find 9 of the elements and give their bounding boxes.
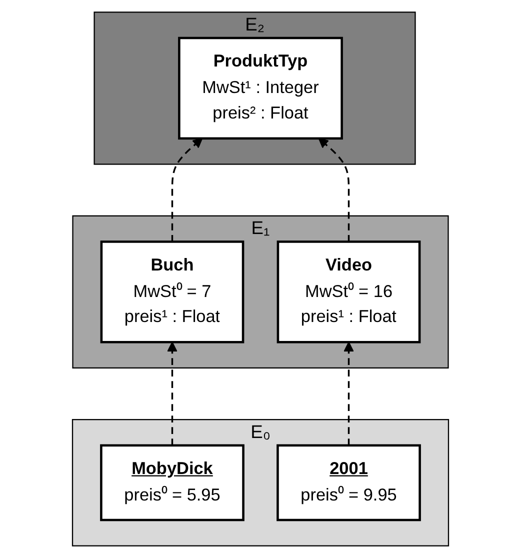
arrow: [167, 342, 178, 446]
arrow: [171, 138, 203, 242]
node-box: 2001 preis⁰ = 9.95: [276, 444, 421, 522]
arrow: [344, 342, 354, 446]
node-box: Buch MwSt⁰ = 7 preis¹ : Float: [100, 240, 244, 344]
arrow: [318, 138, 350, 242]
node-box: Video MwSt⁰ = 16 preis¹ : Float: [276, 240, 421, 344]
node-box: ProduktTyp MwSt¹ : Integer preis² : Float: [178, 36, 343, 140]
node-box: MobyDick preis⁰ = 5.95: [100, 444, 244, 522]
